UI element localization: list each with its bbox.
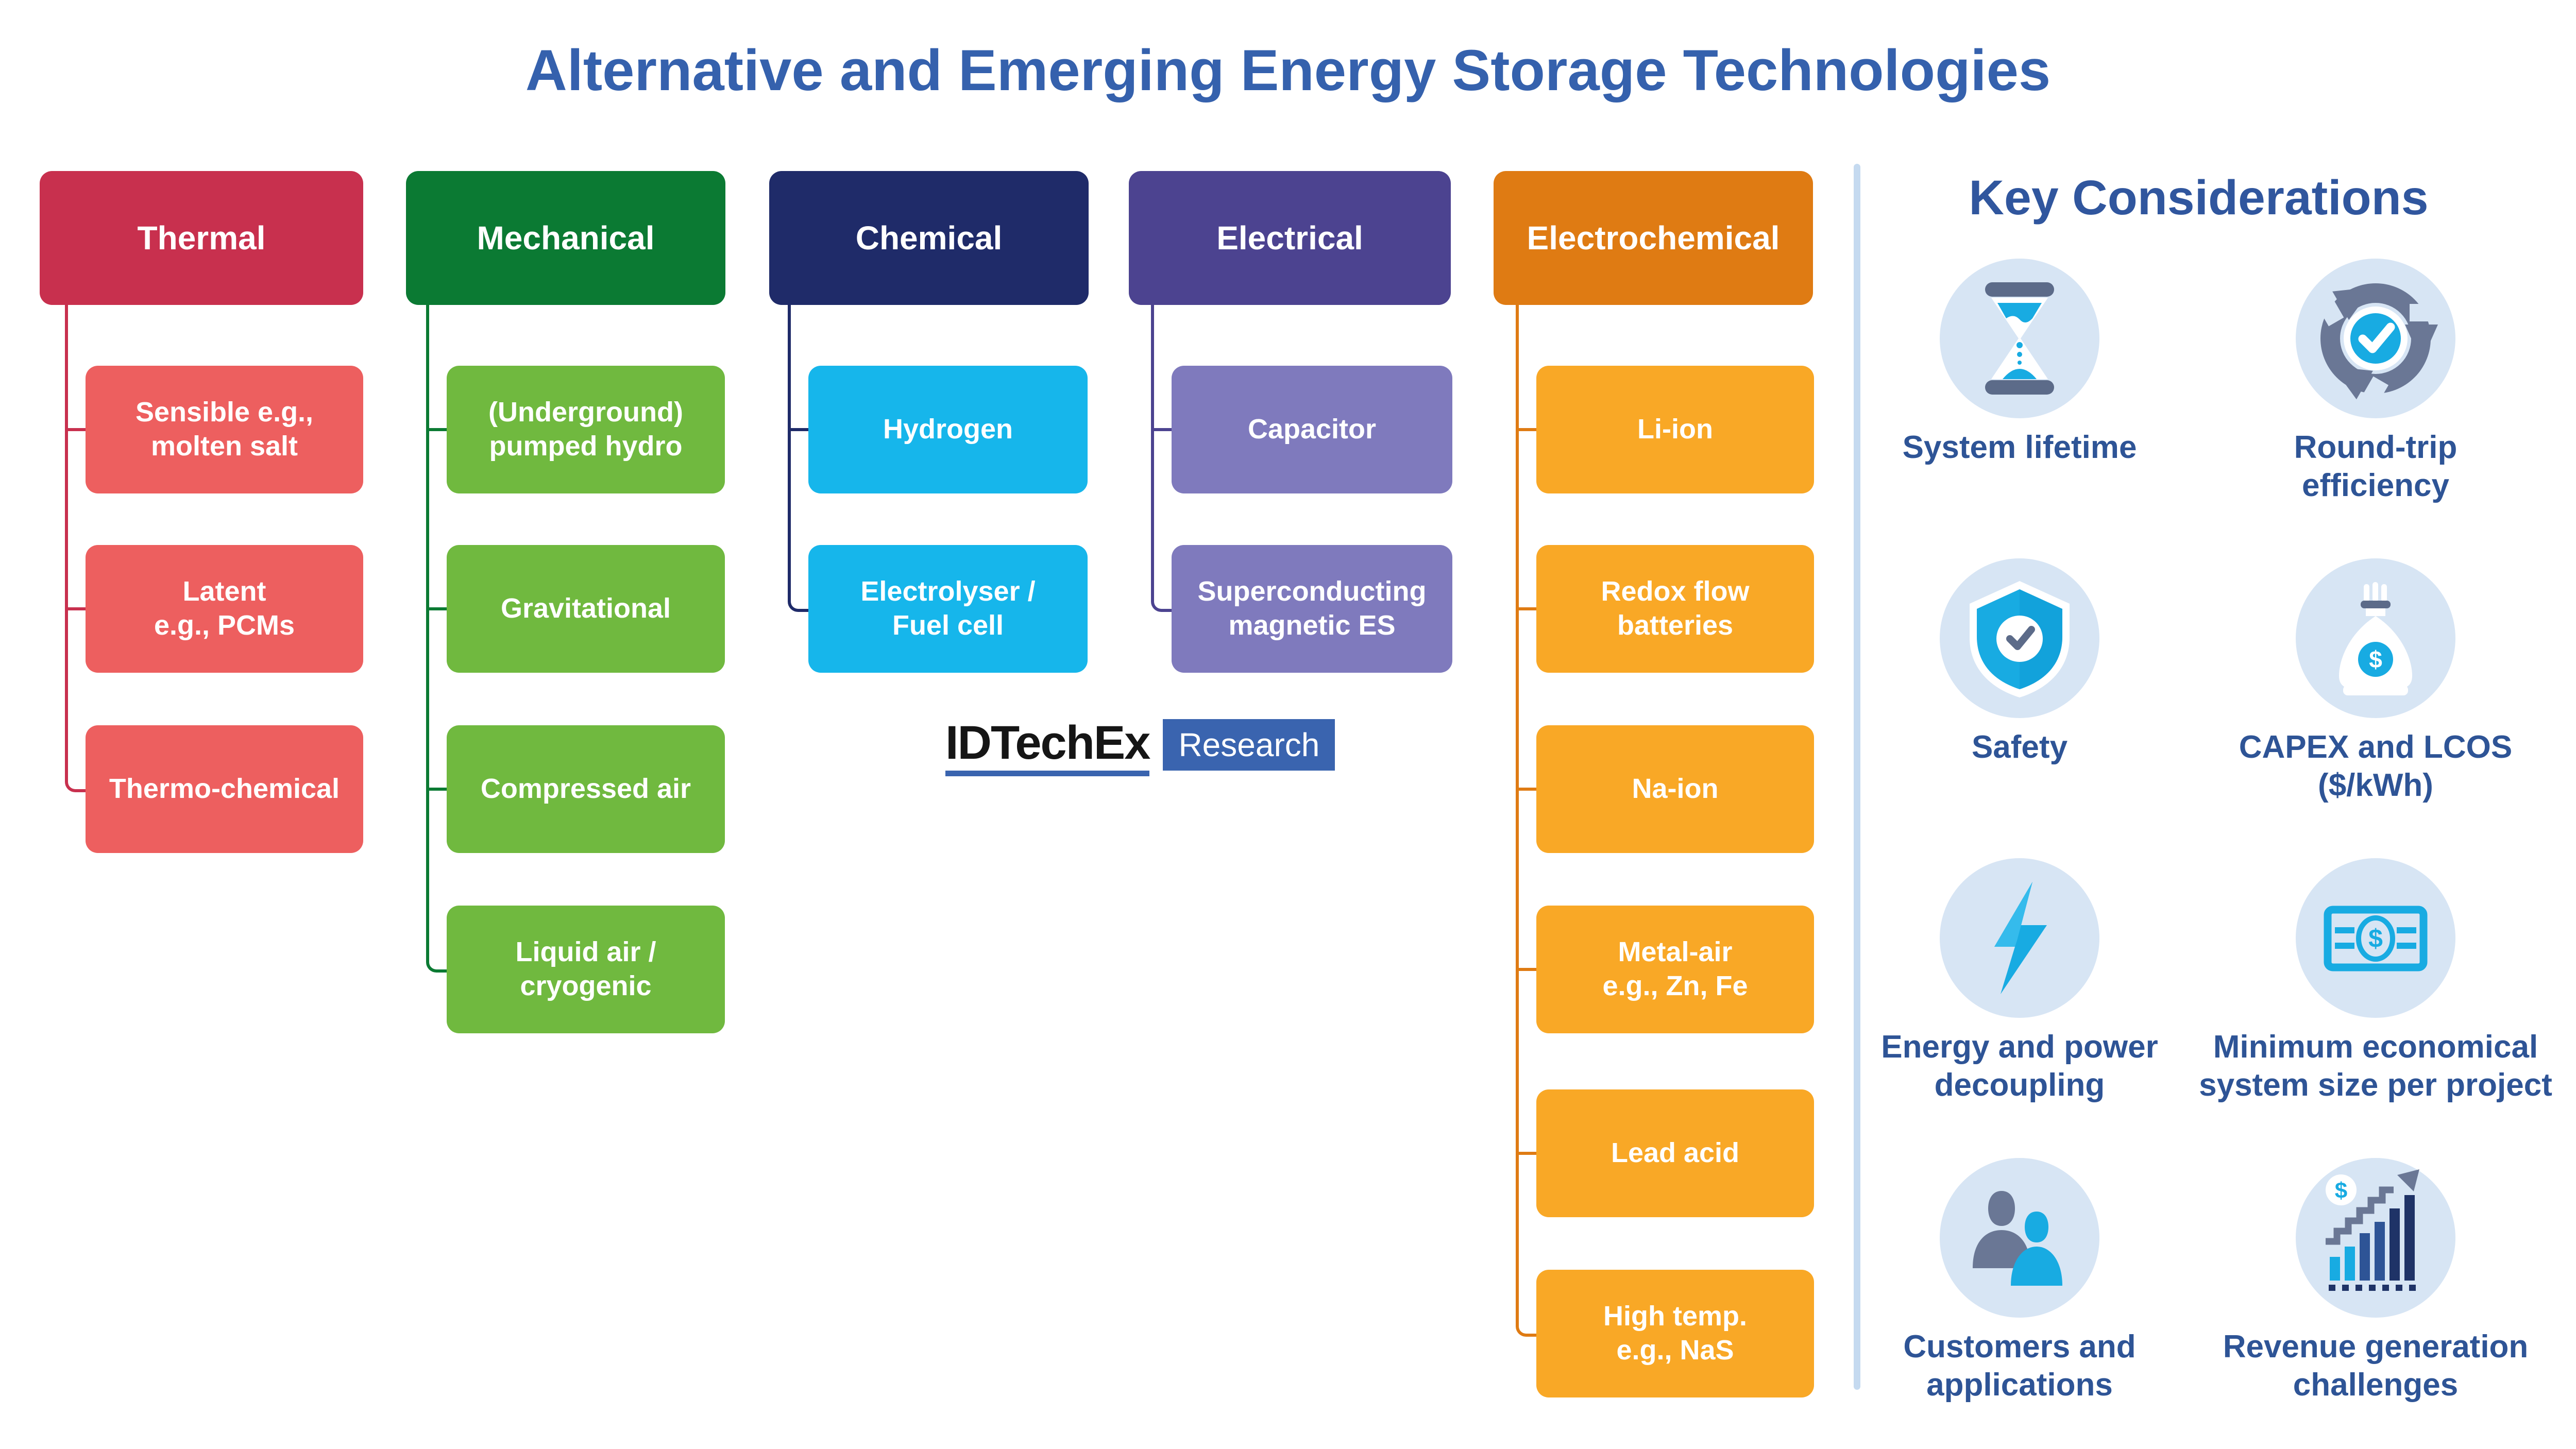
svg-text:$: $ — [2368, 924, 2383, 953]
category-chemical: Chemical — [769, 171, 1089, 305]
consideration-min-system-size: $ Minimum economical system size per pro… — [2195, 858, 2556, 1105]
revenue-chart-icon: $ — [2296, 1158, 2455, 1318]
category-electrochemical: Electrochemical — [1494, 171, 1813, 305]
shield-check-icon — [1940, 558, 2099, 718]
logo-research-badge: Research — [1163, 719, 1335, 771]
customers-icon — [1940, 1158, 2099, 1318]
category-electrical: Electrical — [1129, 171, 1451, 305]
svg-text:$: $ — [2369, 646, 2382, 673]
tech-item: Sensible e.g., molten salt — [86, 366, 363, 493]
tech-item: Capacitor — [1172, 366, 1452, 493]
connector-stub — [426, 788, 447, 791]
consideration-capex-lcos: $ CAPEX and LCOS ($/kWh) — [2195, 558, 2556, 805]
connector-stub — [65, 607, 86, 610]
consideration-label: Safety — [1971, 729, 2068, 765]
connector-electrochemical — [1516, 304, 1539, 1337]
panel-divider — [1854, 164, 1860, 1390]
consideration-system-lifetime: System lifetime — [1865, 259, 2174, 467]
tech-item: Li-ion — [1536, 366, 1814, 493]
tech-item: Superconducting magnetic ES — [1172, 545, 1452, 673]
connector-stub — [1516, 428, 1536, 431]
svg-text:$: $ — [2335, 1178, 2347, 1203]
tech-item: Na-ion — [1536, 725, 1814, 853]
connector-mechanical — [426, 304, 450, 973]
consideration-round-trip-efficiency: Round-trip efficiency — [2195, 259, 2556, 505]
category-mechanical: Mechanical — [406, 171, 725, 305]
tech-item: Hydrogen — [808, 366, 1088, 493]
logo-brand-text: IDTechEx — [945, 717, 1150, 769]
cycle-arrows-icon — [2296, 259, 2455, 418]
consideration-label: System lifetime — [1902, 430, 2137, 465]
tech-item: Liquid air / cryogenic — [447, 906, 725, 1033]
idtechex-logo: IDTechEx Research — [945, 719, 1335, 776]
consideration-label: Minimum economical system size per proje… — [2199, 1029, 2552, 1103]
category-thermal: Thermal — [40, 171, 363, 305]
consideration-label: Revenue generation challenges — [2223, 1329, 2529, 1403]
connector-stub — [1516, 607, 1536, 610]
money-bag-icon: $ — [2296, 558, 2455, 718]
tech-item: Latent e.g., PCMs — [86, 545, 363, 673]
connector-stub — [1151, 428, 1172, 431]
connector-stub — [1516, 788, 1536, 791]
connector-thermal — [65, 304, 89, 792]
connector-stub — [426, 428, 447, 431]
idtechex-wordmark: IDTechEx — [945, 717, 1150, 776]
tech-item: Lead acid — [1536, 1089, 1814, 1217]
consideration-label: Customers and applications — [1903, 1329, 2136, 1403]
banknote-icon: $ — [2296, 858, 2455, 1018]
consideration-label: Round-trip efficiency — [2294, 430, 2458, 504]
connector-stub — [65, 428, 86, 431]
consideration-safety: Safety — [1865, 558, 2174, 766]
key-considerations-title: Key Considerations — [1969, 171, 2429, 225]
tech-item: Redox flow batteries — [1536, 545, 1814, 673]
page-title: Alternative and Emerging Energy Storage … — [525, 38, 2051, 103]
tech-item: (Underground) pumped hydro — [447, 366, 725, 493]
connector-stub — [1516, 968, 1536, 971]
consideration-label: Energy and power decoupling — [1881, 1029, 2158, 1103]
consideration-energy-power-decoupling: Energy and power decoupling — [1865, 858, 2174, 1105]
connector-chemical — [788, 304, 811, 612]
consideration-customers-applications: Customers and applications — [1865, 1158, 2174, 1405]
consideration-label: CAPEX and LCOS ($/kWh) — [2239, 729, 2513, 804]
tech-item: High temp. e.g., NaS — [1536, 1270, 1814, 1397]
tech-item: Compressed air — [447, 725, 725, 853]
connector-stub — [788, 428, 808, 431]
connector-stub — [426, 607, 447, 610]
tech-item: Gravitational — [447, 545, 725, 673]
consideration-revenue-challenges: $ Revenue generation challenges — [2195, 1158, 2556, 1405]
hourglass-icon — [1940, 259, 2099, 418]
connector-stub — [1516, 1152, 1536, 1155]
logo-underline — [945, 771, 1150, 776]
tech-item: Metal-air e.g., Zn, Fe — [1536, 906, 1814, 1033]
tech-item: Electrolyser / Fuel cell — [808, 545, 1088, 673]
tech-item: Thermo-chemical — [86, 725, 363, 853]
connector-electrical — [1151, 304, 1175, 612]
lightning-bolt-icon — [1940, 858, 2099, 1018]
